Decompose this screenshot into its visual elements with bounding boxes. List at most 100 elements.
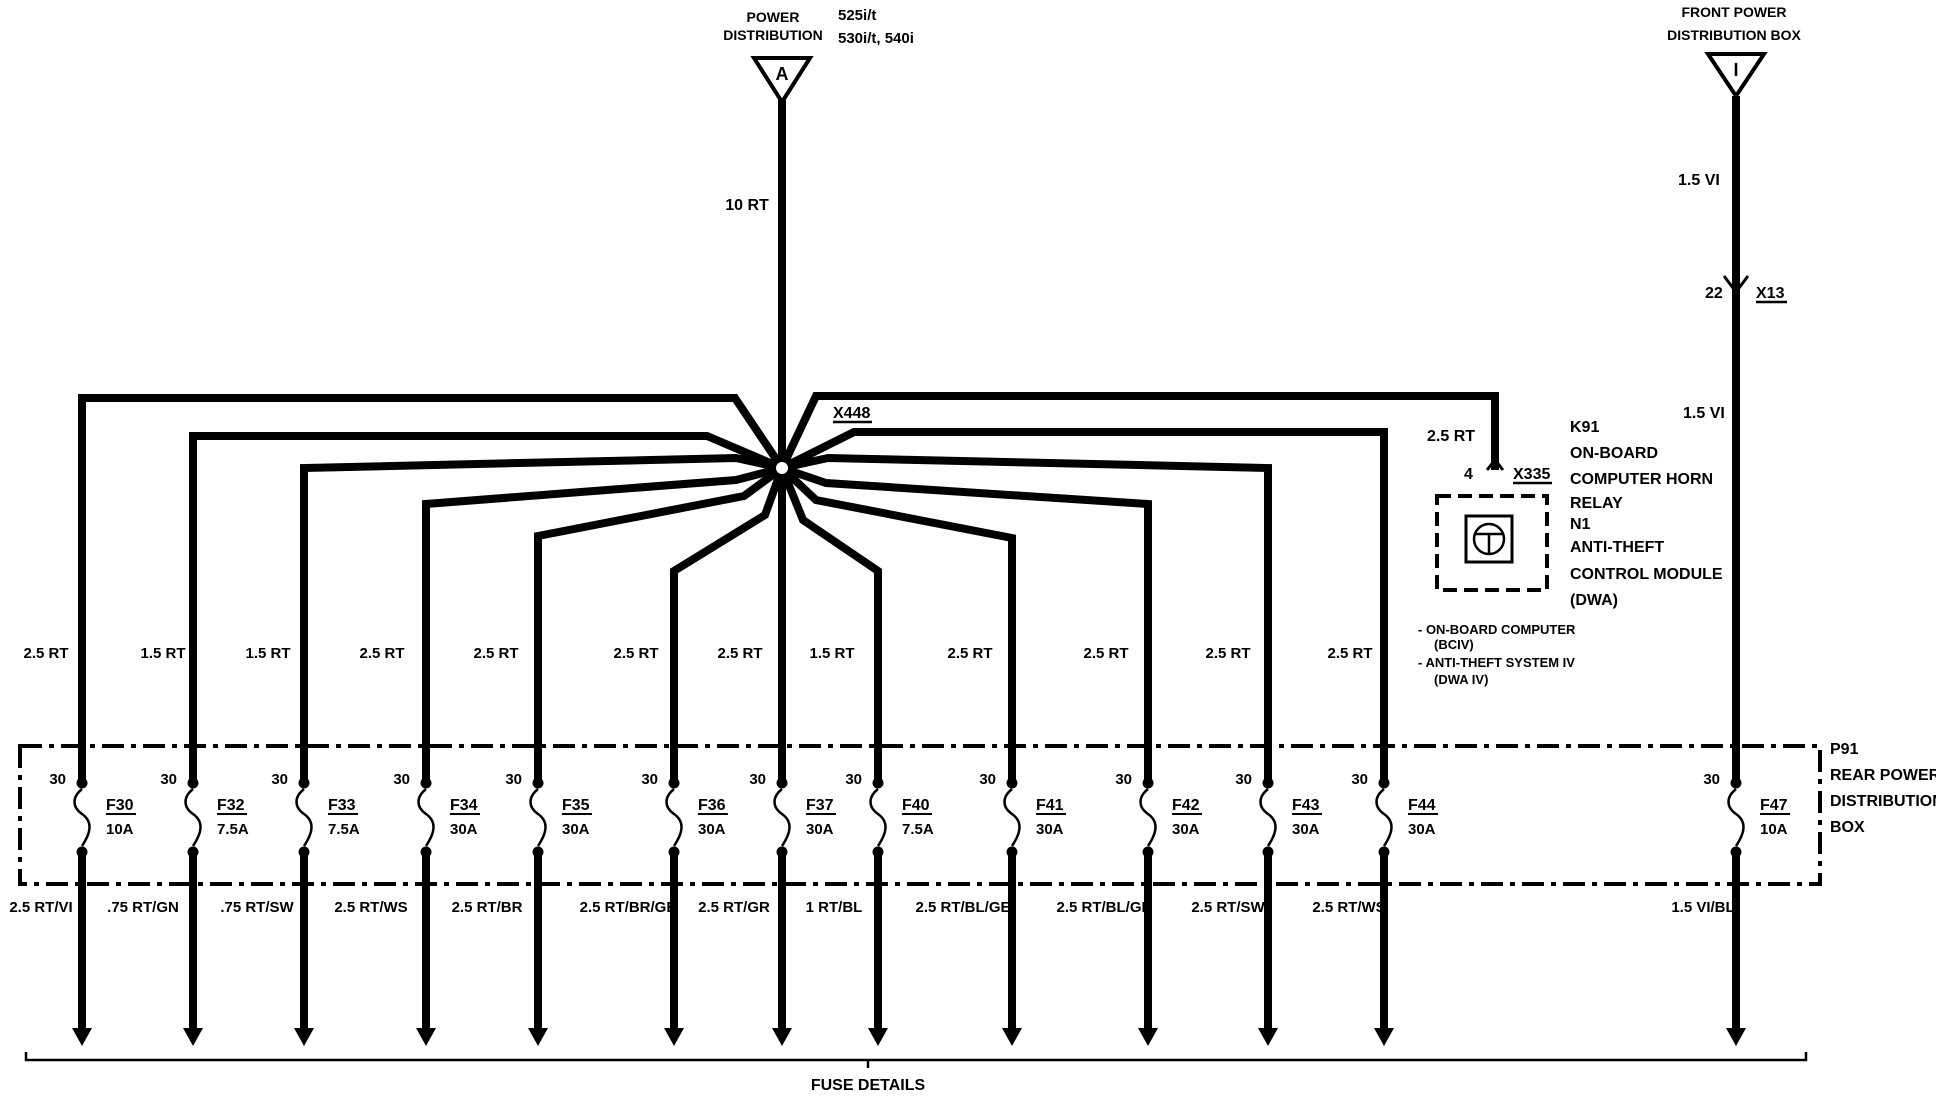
fuse-gap [74, 784, 90, 850]
fuse-box-line-1: REAR POWER [1830, 767, 1936, 784]
fuse-link-icon [1139, 788, 1157, 847]
fuse-rating-label: 30A [562, 821, 590, 838]
fuse-terminal-bottom [532, 846, 544, 858]
fuse-box-line-0: P91 [1830, 741, 1859, 758]
fuse-gap [296, 784, 312, 850]
branch-wire [300, 453, 783, 1032]
fuse-output-wire-label: .75 RT/GN [107, 899, 179, 916]
wire-arrow [528, 1028, 548, 1046]
fuse-pin-label: 30 [641, 771, 658, 788]
front-connector-id: X13 [1756, 285, 1785, 302]
relay-note-0: - ON-BOARD COMPUTER [1418, 622, 1576, 637]
fuse-id-label: F34 [450, 797, 478, 814]
fuse-rating-label: 30A [1172, 821, 1200, 838]
fuse-id-label: F35 [562, 797, 590, 814]
branch-wire [780, 464, 1152, 1032]
fuse-id-label: F47 [1760, 797, 1788, 814]
fuse-output-wire-label: 1 RT/BL [806, 899, 863, 916]
branch-wire [779, 465, 1016, 1032]
connector-a-triangle [750, 56, 814, 106]
fuse-terminal-bottom [298, 846, 310, 858]
front-wire-lower-label: 1.5 VI [1683, 405, 1725, 422]
relay-pin-label: 4 [1464, 466, 1473, 483]
fuse-pin-label: 30 [1351, 771, 1368, 788]
wire-arrow [183, 1028, 203, 1046]
fuse-output-wire-label: 2.5 RT/BR/GE [580, 899, 677, 916]
fuse-terminal-bottom [1730, 846, 1742, 858]
fuse-link-icon [665, 788, 683, 847]
fuse-input-wire-label: 2.5 RT [359, 645, 404, 662]
fuse-details-bracket [24, 1052, 1808, 1068]
fuse-terminal-top [1262, 777, 1274, 789]
wire-arrow [1138, 1028, 1158, 1046]
fuse-rating-label: 30A [698, 821, 726, 838]
fuse-link-icon [73, 788, 91, 847]
fuse-pin-label: 30 [271, 771, 288, 788]
fuse-input-wire-label: 2.5 RT [613, 645, 658, 662]
fuse-rating-label: 30A [1292, 821, 1320, 838]
front-wire-upper-label: 1.5 VI [1678, 172, 1720, 189]
power-source-label-2: DISTRIBUTION [723, 27, 823, 43]
branch-wire [422, 464, 784, 1032]
wire-arrow [664, 1028, 684, 1046]
fuse-terminal-bottom [420, 846, 432, 858]
fuse-rating-label: 10A [1760, 821, 1788, 838]
fuse-rating-label: 30A [806, 821, 834, 838]
fuse-rating-label: 7.5A [902, 821, 934, 838]
horn-symbol-frame [1464, 514, 1514, 564]
fuse-terminal-top [872, 777, 884, 789]
fuse-input-wire-label: 2.5 RT [473, 645, 518, 662]
wire-arrow [772, 1028, 792, 1046]
fuse-terminal-bottom [872, 846, 884, 858]
relay-desc-1: ON-BOARD [1570, 445, 1658, 462]
fuse-link-icon [295, 788, 313, 847]
fuse-output-wire-label: 2.5 RT/BR [452, 899, 523, 916]
fuse-link-icon [1003, 788, 1021, 847]
fuse-terminal-top [1142, 777, 1154, 789]
fuse-pin-label: 30 [845, 771, 862, 788]
fuse-gap [774, 784, 790, 850]
relay-desc-4: N1 [1570, 516, 1591, 533]
relay-desc-3: RELAY [1570, 495, 1623, 512]
branch-wire [778, 466, 882, 1032]
fuse-output-wire-label: 2.5 RT/SW [1191, 899, 1265, 916]
branch-wire [189, 432, 784, 1032]
fuse-pin-label: 30 [49, 771, 66, 788]
fuse-input-wire-label: 2.5 RT [1327, 645, 1372, 662]
fuse-output-wire-label: 2.5 RT/VI [9, 899, 72, 916]
fuse-rating-label: 7.5A [328, 821, 360, 838]
fuse-output-wire-label: .75 RT/SW [220, 899, 294, 916]
fuse-pin-label: 30 [1115, 771, 1132, 788]
fuse-link-icon [184, 788, 202, 847]
fuse-id-label: F42 [1172, 797, 1200, 814]
fuse-output-wire-label: 1.5 VI/BL [1671, 899, 1734, 916]
fuse-gap [1004, 784, 1020, 850]
fuse-link-icon [1259, 788, 1277, 847]
splice-label: X448 [833, 405, 870, 422]
fuse-input-wire-label: 1.5 RT [809, 645, 854, 662]
fuse-terminal-bottom [187, 846, 199, 858]
fuse-gap [870, 784, 886, 850]
fuse-gap [1376, 784, 1392, 850]
fuse-terminal-top [1006, 777, 1018, 789]
fuse-input-wire-label: 2.5 RT [23, 645, 68, 662]
fuse-rating-label: 30A [1036, 821, 1064, 838]
fuse-gap [1728, 784, 1744, 850]
fuse-pin-label: 30 [979, 771, 996, 788]
fuse-terminal-top [1378, 777, 1390, 789]
splice-node-center [776, 462, 788, 474]
fuse-id-label: F41 [1036, 797, 1064, 814]
fuse-terminal-top [187, 777, 199, 789]
relay-desc-6: CONTROL MODULE [1570, 566, 1723, 583]
fuse-input-wire-label: 2.5 RT [717, 645, 762, 662]
front-source-label-1: FRONT POWER [1682, 4, 1787, 20]
fuse-input-wire-label: 2.5 RT [1083, 645, 1128, 662]
fuse-output-wire-label: 2.5 RT/WS [1312, 899, 1385, 916]
relay-wire [778, 392, 1499, 470]
